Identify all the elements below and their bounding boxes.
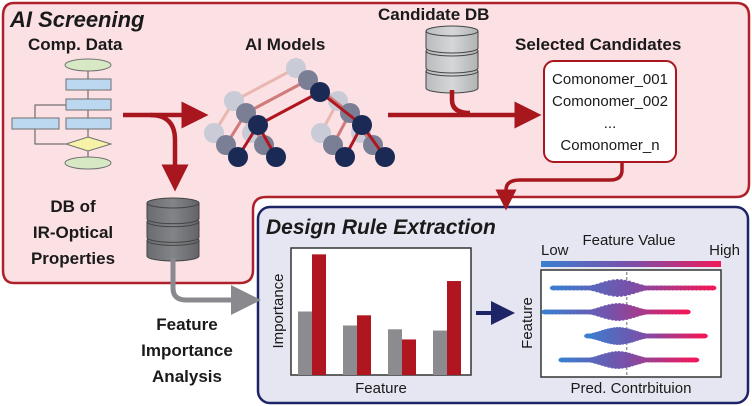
flowchart-icon bbox=[11, 58, 113, 170]
ai-models-label: AI Models bbox=[245, 35, 325, 54]
candidate-item: Comonomer_002 bbox=[552, 93, 668, 110]
db-ir-label-line2: IR-Optical bbox=[33, 223, 113, 242]
tree-node bbox=[335, 147, 355, 167]
tree-edge bbox=[257, 90, 321, 127]
ir-optical-db-icon bbox=[146, 197, 200, 262]
colorbar-high-label: High bbox=[709, 242, 740, 259]
bar-red-F1 bbox=[312, 254, 326, 375]
db-ir-label-line3: Properties bbox=[31, 249, 115, 268]
shap-point bbox=[691, 357, 700, 363]
candidate-db-icon bbox=[425, 25, 479, 94]
fia-label-line3: Analysis bbox=[152, 367, 222, 386]
comp-data-label: Comp. Data bbox=[28, 35, 123, 54]
candidate-item: Comonomer_n bbox=[560, 137, 659, 154]
db-segment bbox=[146, 221, 200, 243]
shap-point bbox=[708, 285, 717, 291]
db-ir-label-line1: DB of bbox=[50, 197, 96, 216]
bar-red-F3 bbox=[402, 339, 416, 375]
shap-ylabel: Feature bbox=[519, 297, 536, 349]
bar-red-F4 bbox=[447, 281, 461, 375]
bar-red-F2 bbox=[357, 315, 371, 375]
db-segment-top bbox=[425, 25, 479, 37]
importance-ylabel: Importance bbox=[270, 273, 287, 348]
fia-label-line2: Importance bbox=[141, 341, 233, 360]
colorbar-low-label: Low bbox=[541, 242, 569, 259]
tree-node bbox=[310, 82, 330, 102]
design-rule-title: Design Rule Extraction bbox=[266, 216, 496, 239]
bar-gray-F4 bbox=[433, 330, 447, 375]
bar-gray-F2 bbox=[343, 325, 357, 375]
flow-arrow-models-to-candidates bbox=[388, 90, 542, 129]
bar-gray-F3 bbox=[388, 329, 402, 375]
db-segment bbox=[425, 30, 479, 54]
flow-arrow-comp-to-models bbox=[123, 101, 209, 192]
tree-node bbox=[248, 115, 268, 135]
tree-node bbox=[228, 147, 248, 167]
tree-edge bbox=[245, 78, 309, 115]
shap-point bbox=[699, 333, 708, 339]
db-segment bbox=[146, 202, 200, 225]
shap-xlabel: Pred. Contrbituion bbox=[571, 380, 692, 397]
db-segment-top bbox=[146, 197, 200, 209]
ai-screening-title: AI Screening bbox=[9, 7, 145, 32]
tree-node bbox=[352, 115, 372, 135]
flow-arrow-candidates-to-extraction bbox=[495, 162, 624, 211]
bar-gray-F1 bbox=[298, 311, 312, 375]
selected-candidates-label: Selected Candidates bbox=[515, 35, 681, 54]
tree-node bbox=[266, 147, 286, 167]
candidate-item: ... bbox=[604, 115, 617, 132]
candidate-item: Comonomer_001 bbox=[552, 71, 668, 88]
importance-xlabel: Feature bbox=[355, 380, 407, 397]
feature-value-colorbar bbox=[541, 261, 721, 267]
candidate-db-label: Candidate DB bbox=[378, 5, 489, 24]
feature-value-title: Feature Value bbox=[582, 232, 675, 249]
flow-arrow-db-to-extraction bbox=[170, 258, 261, 315]
db-segment bbox=[425, 50, 479, 74]
tree-node bbox=[375, 147, 395, 167]
shap-point bbox=[682, 309, 691, 315]
fia-label-line1: Feature bbox=[156, 315, 217, 334]
ai-model-tree-icon bbox=[204, 58, 395, 167]
shap-beeswarm bbox=[541, 272, 717, 375]
tree-edge bbox=[233, 66, 297, 103]
selected-candidates-box bbox=[543, 60, 677, 163]
importance-bars bbox=[298, 254, 461, 375]
